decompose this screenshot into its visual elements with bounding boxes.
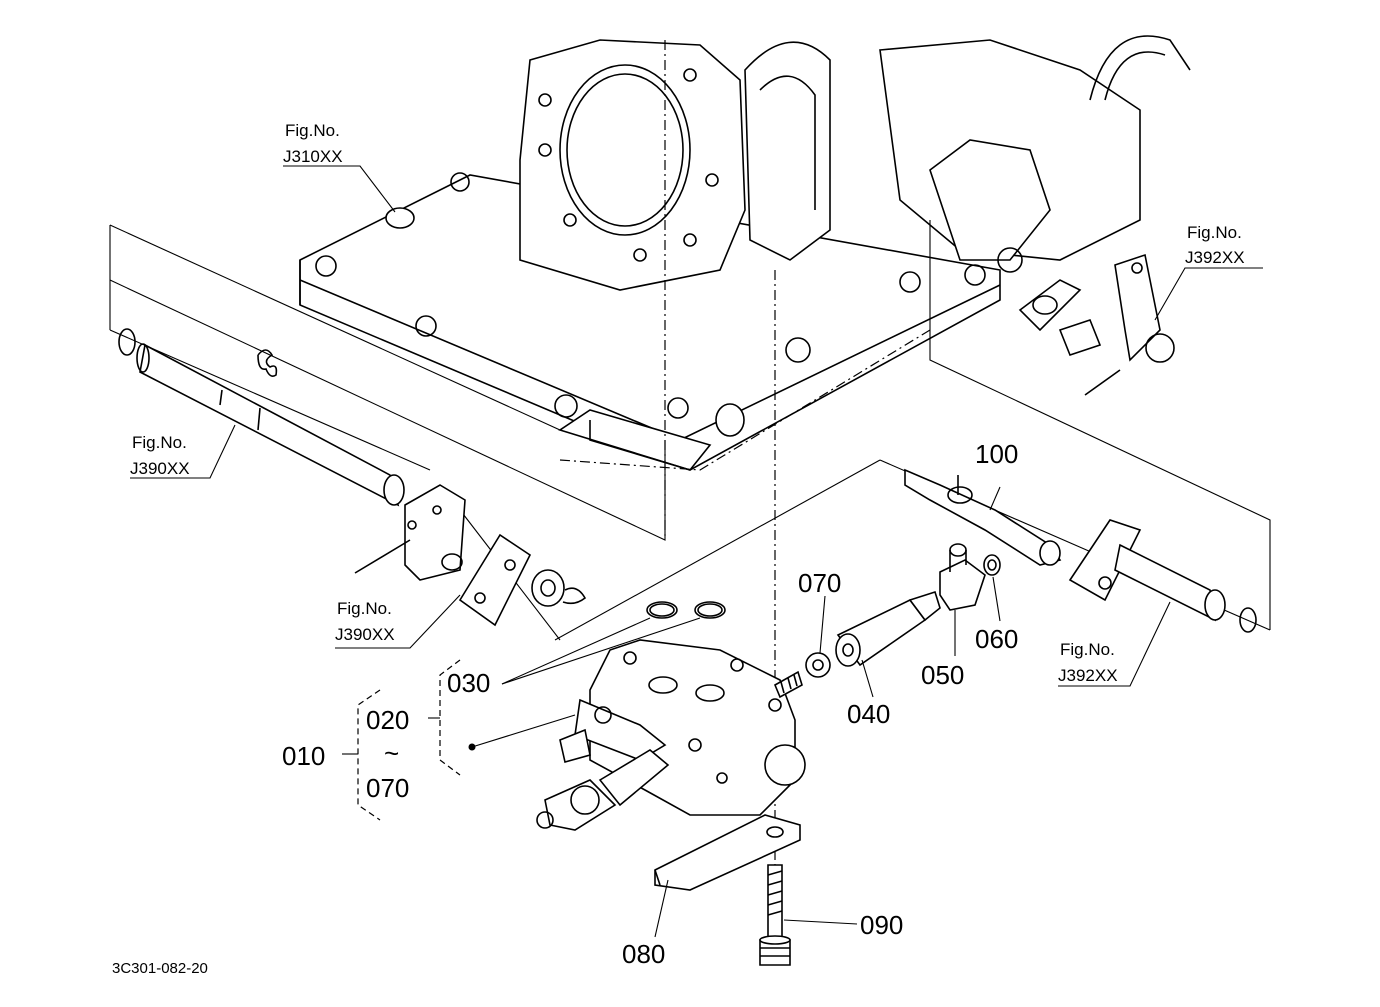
fig-ref-number: J392XX [1058, 666, 1118, 685]
leader-lines [130, 165, 1263, 938]
fig-ref-label: Fig.No. [337, 599, 392, 618]
drawing-code: 3C301-082-20 [112, 960, 208, 977]
fig-ref-label: Fig.No. [1187, 223, 1242, 242]
figure-reference-j310[interactable]: Fig.No. J310XX [283, 121, 343, 166]
figure-reference-j392-right[interactable]: Fig.No. J392XX [1058, 640, 1118, 685]
part-060-label[interactable]: 060 [975, 624, 1018, 654]
figure-reference-j392-top[interactable]: Fig.No. J392XX [1185, 223, 1245, 267]
part-080-label[interactable]: 080 [622, 939, 665, 969]
control-valve-assembly [536, 543, 1001, 966]
figure-reference-j390-left[interactable]: Fig.No. J390XX [130, 433, 190, 478]
part-040-label[interactable]: 040 [847, 699, 890, 729]
fig-ref-number: J310XX [283, 147, 343, 166]
part-010-label[interactable]: 010 [282, 741, 325, 771]
part-020-label[interactable]: 020 [366, 705, 409, 735]
left-shaft-assembly [118, 328, 587, 627]
part-050-label[interactable]: 050 [921, 660, 964, 690]
transmission-housing [299, 35, 1191, 471]
fig-ref-label: Fig.No. [1060, 640, 1115, 659]
part-100-label[interactable]: 100 [975, 439, 1018, 469]
fig-ref-label: Fig.No. [285, 121, 340, 140]
fig-ref-number: J390XX [130, 459, 190, 478]
fig-ref-label: Fig.No. [132, 433, 187, 452]
figure-reference-j390-mid[interactable]: Fig.No. J390XX [335, 599, 395, 644]
part-090-label[interactable]: 090 [860, 910, 903, 940]
range-tilde: ~ [384, 738, 399, 768]
part-030-label[interactable]: 030 [447, 668, 490, 698]
fig-ref-number: J390XX [335, 625, 395, 644]
fig-ref-number: J392XX [1185, 248, 1245, 267]
right-lever-assembly [904, 253, 1257, 633]
part-070-range-label[interactable]: 070 [366, 773, 409, 803]
part-070-label[interactable]: 070 [798, 568, 841, 598]
